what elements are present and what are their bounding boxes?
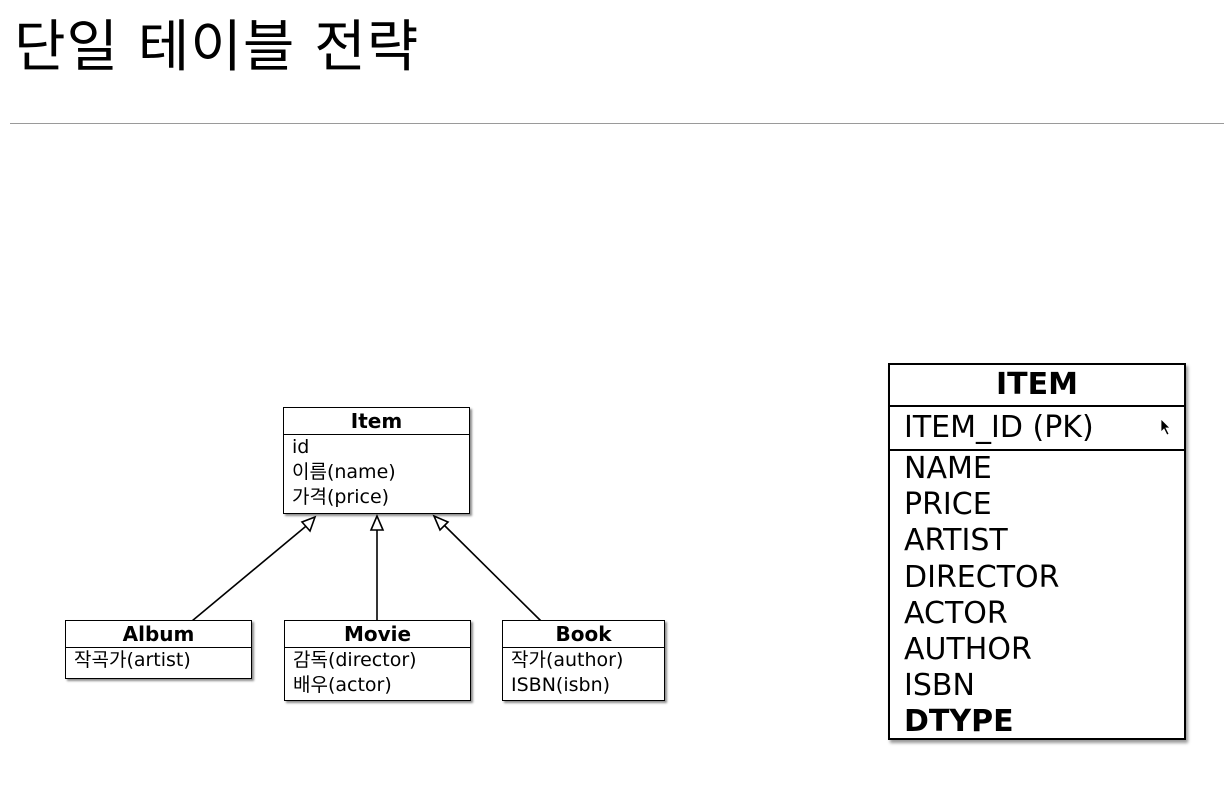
book-inheritance-line xyxy=(441,522,542,622)
erd-column: ARTIST xyxy=(904,523,1008,559)
uml-attributes: 작가(author) ISBN(isbn) xyxy=(503,648,664,698)
erd-column: AUTHOR xyxy=(904,632,1032,668)
erd-primary-key-row: ITEM_ID (PK) xyxy=(890,407,1184,451)
erd-column: NAME xyxy=(904,451,992,486)
uml-attribute: 작가(author) xyxy=(511,649,624,671)
uml-attribute: 이름(name) xyxy=(292,461,396,483)
erd-columns: NAME PRICE ARTIST DIRECTOR ACTOR AUTHOR … xyxy=(890,451,1184,741)
book-inheritance-arrowhead xyxy=(432,514,450,532)
erd-table-item: ITEM ITEM_ID (PK) NAME PRICE ARTIST DIRE… xyxy=(888,363,1186,740)
page-title: 단일 테이블 전략 xyxy=(14,15,420,80)
uml-attribute: 작곡가(artist) xyxy=(74,649,191,671)
uml-class-name: Book xyxy=(503,621,664,648)
album-inheritance-arrowhead xyxy=(300,515,317,533)
uml-attribute: 감독(director) xyxy=(293,649,417,671)
erd-column: DIRECTOR xyxy=(904,559,1060,595)
title-divider xyxy=(10,123,1224,124)
erd-column: ACTOR xyxy=(904,595,1008,631)
erd-column: PRICE xyxy=(904,487,992,523)
erd-table-name: ITEM xyxy=(890,365,1184,407)
mouse-cursor-icon xyxy=(1160,418,1171,436)
uml-class-album: Album 작곡가(artist) xyxy=(65,620,252,679)
uml-attribute: ISBN(isbn) xyxy=(511,674,611,696)
uml-attribute: 배우(actor) xyxy=(293,674,392,696)
uml-class-book: Book 작가(author) ISBN(isbn) xyxy=(502,620,665,701)
uml-attribute: id xyxy=(292,436,310,458)
erd-column: ISBN xyxy=(904,668,975,704)
erd-discriminator-column: DTYPE xyxy=(904,704,1014,740)
uml-attribute: 가격(price) xyxy=(292,486,390,508)
album-inheritance-line xyxy=(191,521,312,622)
uml-class-item: Item id 이름(name) 가격(price) xyxy=(283,407,470,514)
uml-attributes: 감독(director) 배우(actor) xyxy=(285,648,470,698)
uml-class-name: Album xyxy=(66,621,251,648)
uml-attributes: 작곡가(artist) xyxy=(66,648,251,673)
uml-attributes: id 이름(name) 가격(price) xyxy=(284,435,469,510)
erd-primary-key: ITEM_ID (PK) xyxy=(904,410,1094,445)
movie-inheritance-arrowhead xyxy=(369,513,385,531)
uml-class-name: Item xyxy=(284,408,469,435)
uml-class-name: Movie xyxy=(285,621,470,648)
uml-class-movie: Movie 감독(director) 배우(actor) xyxy=(284,620,471,701)
